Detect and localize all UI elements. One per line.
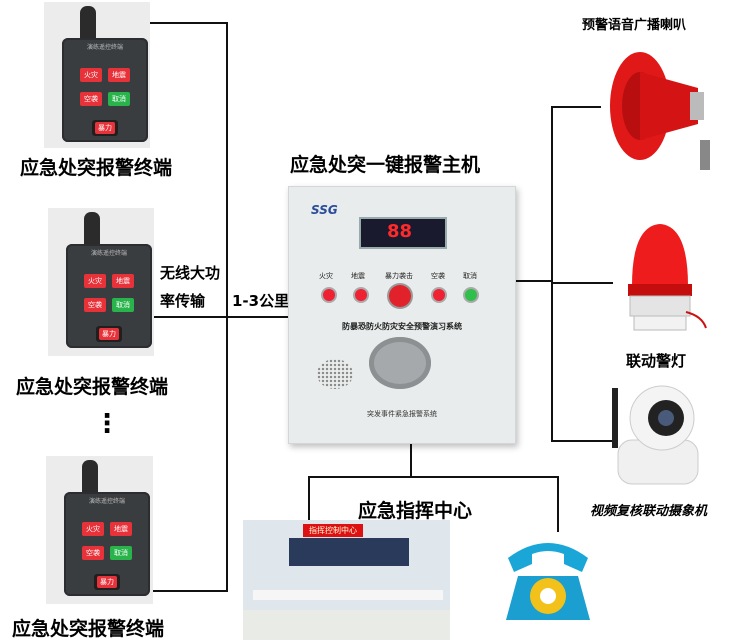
host-cancel-button[interactable] [465, 289, 477, 301]
terminal-label-2: 应急处突报警终端 [16, 376, 169, 398]
alarm-terminal-3: 演练遥控终端 火灾 地震 空袭 取消 暴力 [46, 456, 153, 604]
more-terminals-ellipsis: ⋮ [94, 409, 120, 439]
connector-bus-vertical [226, 22, 228, 592]
host-fire-button[interactable] [323, 289, 335, 301]
remote-fire-button[interactable]: 火灾 [84, 274, 106, 288]
command-center-photo: 指挥控制中心 [243, 520, 450, 640]
connector-lamp [551, 282, 613, 284]
warning-lamp-icon [628, 224, 707, 331]
host-violence-label: 暴力袭击 [385, 272, 413, 280]
remote-fire-button[interactable]: 火灾 [80, 68, 102, 82]
alarm-host-panel: SSG 88 火灾 地震 暴力袭击 空袭 取消 防暴恐防火防灾安全预警演习系统 … [288, 186, 516, 444]
connector-horn [551, 106, 601, 108]
speaker-grill-icon [317, 359, 353, 389]
led-display: 88 [359, 217, 447, 249]
horn-label: 预警语音广播喇叭 [582, 18, 687, 33]
host-quake-label: 地震 [351, 272, 365, 280]
wireless-label-line2: 率传输 [160, 292, 206, 310]
remote-quake-button[interactable]: 地震 [110, 522, 132, 536]
host-cancel-label: 取消 [463, 272, 477, 280]
host-footer: 突发事件紧急报警系统 [367, 410, 437, 418]
terminal-label-1: 应急处突报警终端 [20, 157, 173, 179]
command-center-label: 应急指挥中心 [358, 500, 473, 522]
alarm-terminal-1: 演练遥控终端 火灾 地震 空袭 取消 暴力 [44, 2, 150, 148]
remote-quake-button[interactable]: 地震 [112, 274, 134, 288]
connector-camera [551, 440, 613, 442]
camera-label: 视频复核联动摄象机 [590, 504, 708, 519]
terminal-label-3: 应急处突报警终端 [12, 618, 165, 640]
remote-air-raid-button[interactable]: 空袭 [82, 546, 104, 560]
brand-logo: SSG [311, 203, 338, 217]
screen-banner: 指挥控制中心 [303, 524, 363, 537]
floor [243, 610, 450, 640]
antenna-icon [80, 6, 96, 42]
remote-body: 演练遥控终端 火灾 地震 空袭 取消 暴力 [66, 244, 152, 348]
antenna-icon [84, 212, 100, 248]
remote-violence-button[interactable]: 暴力 [94, 574, 120, 590]
wireless-label-line1: 无线大功 [160, 264, 221, 282]
connector-host-right [514, 280, 552, 282]
remote-title: 演练遥控终端 [88, 498, 125, 505]
camera-icon [612, 385, 699, 485]
host-air-raid-button[interactable] [433, 289, 445, 301]
remote-violence-button[interactable]: 暴力 [96, 326, 122, 342]
remote-cancel-button[interactable]: 取消 [112, 298, 134, 312]
connector-terminal-2 [154, 316, 288, 318]
remote-air-raid-button[interactable]: 空袭 [80, 92, 102, 106]
connector-terminal-1 [150, 22, 228, 24]
host-slogan: 防暴恐防火防灾安全预警演习系统 [342, 322, 462, 331]
remote-title: 演练遥控终端 [86, 44, 123, 51]
connector-terminal-3 [153, 590, 228, 592]
remote-body: 演练遥控终端 火灾 地震 空袭 取消 暴力 [62, 38, 148, 142]
remote-air-raid-button[interactable]: 空袭 [84, 298, 106, 312]
host-title: 应急处突一键报警主机 [290, 154, 481, 176]
remote-violence-button[interactable]: 暴力 [92, 120, 118, 136]
police-emblem-icon [369, 337, 431, 389]
connector-host-down [410, 442, 412, 478]
remote-body: 演练遥控终端 火灾 地震 空袭 取消 暴力 [64, 492, 150, 596]
remote-fire-button[interactable]: 火灾 [82, 522, 104, 536]
remote-title: 演练遥控终端 [90, 250, 127, 257]
remote-cancel-button[interactable]: 取消 [108, 92, 130, 106]
antenna-icon [82, 460, 98, 496]
connector-right-vertical [551, 106, 553, 442]
connector-center-right [557, 476, 559, 532]
host-quake-button[interactable] [355, 289, 367, 301]
desk-row [253, 590, 443, 600]
host-fire-label: 火灾 [319, 272, 333, 280]
host-violence-button[interactable] [389, 285, 411, 307]
distance-label: 1-3公里 [232, 292, 290, 310]
remote-quake-button[interactable]: 地震 [108, 68, 130, 82]
remote-cancel-button[interactable]: 取消 [110, 546, 132, 560]
lamp-label: 联动警灯 [626, 352, 687, 370]
connector-center-left [308, 476, 310, 520]
connector-center-horizontal [308, 476, 558, 478]
alarm-terminal-2: 演练遥控终端 火灾 地震 空袭 取消 暴力 [48, 208, 154, 356]
host-air-raid-label: 空袭 [431, 272, 445, 280]
video-wall [289, 538, 409, 566]
horn-speaker-icon [610, 52, 710, 170]
telephone-icon [506, 543, 590, 620]
